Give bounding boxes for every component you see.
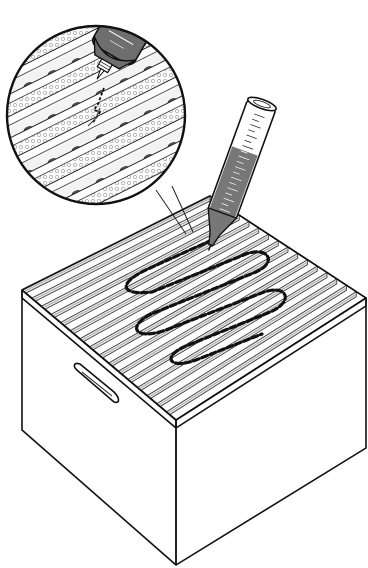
magnified-comb-gap [0, 0, 190, 16]
bottle-tick [133, 0, 157, 3]
bottle-tick-minor [134, 0, 148, 7]
magnified-frame-bar [0, 0, 190, 3]
bee [23, 37, 33, 45]
bee [119, 209, 129, 217]
bee [167, 9, 177, 17]
bee [23, 257, 33, 265]
bee [0, 137, 9, 145]
bee [0, 49, 9, 57]
bee [95, 1, 105, 9]
bee [0, 5, 9, 13]
bee [47, 201, 57, 209]
bee [0, 181, 9, 189]
bee [71, 233, 81, 241]
bee [167, 53, 177, 61]
bee [47, 25, 57, 33]
bee [143, 21, 153, 29]
bee [0, 225, 9, 233]
bee [23, 213, 33, 221]
hive-top-frames [22, 196, 366, 425]
bee [0, 269, 9, 277]
bottle-tick-minor [126, 13, 140, 21]
bee [47, 245, 57, 253]
bottle-tick [125, 3, 149, 17]
bee [143, 197, 153, 205]
bee [95, 221, 105, 229]
magnified-frame-bar [0, 0, 190, 25]
bee [23, 0, 33, 1]
bee [71, 13, 81, 21]
frame-bars [22, 196, 366, 425]
